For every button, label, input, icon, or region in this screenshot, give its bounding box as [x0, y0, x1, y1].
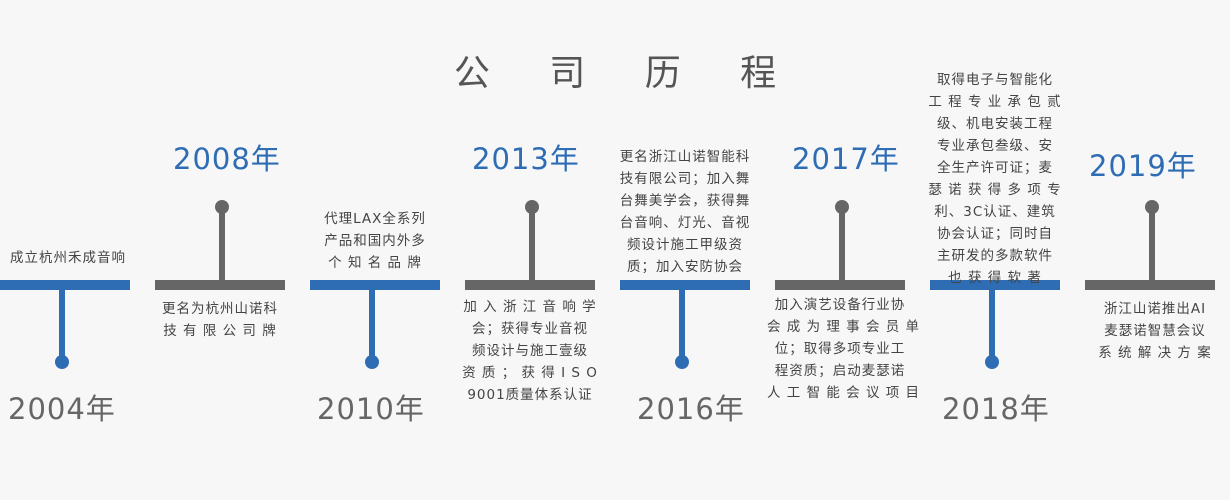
event-line: 技 有 限 公 司 牌: [163, 323, 277, 339]
year-label-2018: 2018年: [942, 392, 1050, 426]
timeline-stem-2017: [839, 210, 845, 280]
timeline-segment-2010: [310, 280, 440, 290]
event-line: 位；取得多项专业工: [774, 341, 906, 357]
event-line: 更名为杭州山诺科: [162, 301, 278, 317]
timeline-segment-2004: [0, 280, 130, 290]
event-line: 个 知 名 品 牌: [328, 255, 422, 271]
event-line: 资 质 ； 获 得 I S O: [462, 365, 598, 381]
event-line: 级、机电安装工程: [937, 116, 1053, 132]
event-line: 更名浙江山诺智能科: [619, 149, 751, 165]
event-description-2016: 更名浙江山诺智能科 技有限公司；加入舞 台舞美学会，获得舞 台音响、灯光、音视 …: [612, 146, 758, 278]
event-description-2019: 浙江山诺推出AI 麦瑟诺智慧会议 系 统 解 决 方 案: [1085, 298, 1225, 364]
event-line: 成立杭州禾成音响: [10, 250, 126, 266]
timeline-stem-2010: [369, 290, 375, 358]
event-line: 加入演艺设备行业协: [774, 297, 906, 313]
event-line: 代理LAX全系列: [324, 211, 426, 227]
timeline-dot-2019: [1145, 200, 1159, 214]
timeline-stem-2018: [989, 290, 995, 358]
timeline-segment-2016: [620, 280, 750, 290]
event-line: 程资质；启动麦瑟诺: [774, 363, 906, 379]
timeline-stem-2019: [1149, 210, 1155, 280]
timeline-dot-2018: [985, 355, 999, 369]
timeline-dot-2016: [675, 355, 689, 369]
event-description-2008: 更名为杭州山诺科 技 有 限 公 司 牌: [150, 298, 290, 342]
event-line: 人 工 智 能 会 议 项 目: [767, 385, 921, 401]
event-line: 协会认证；同时自: [937, 226, 1053, 242]
timeline-segment-2013: [465, 280, 595, 290]
timeline-dot-2010: [365, 355, 379, 369]
year-label-2004: 2004年: [8, 392, 116, 426]
timeline-stem-2016: [679, 290, 685, 358]
timeline-dot-2004: [55, 355, 69, 369]
timeline-stem-2013: [529, 210, 535, 280]
event-description-2010: 代理LAX全系列 产品和国内外多 个 知 名 品 牌: [305, 208, 445, 274]
event-line: 台音响、灯光、音视: [619, 215, 751, 231]
event-line: 频设计施工甲级资: [627, 237, 743, 253]
year-label-2013: 2013年: [472, 142, 580, 176]
event-line: 利、3C认证、建筑: [934, 204, 1056, 220]
timeline-dot-2013: [525, 200, 539, 214]
event-line: 会 成 为 理 事 会 员 单: [767, 319, 921, 335]
event-description-2018: 取得电子与智能化 工 程 专 业 承 包 贰 级、机电安装工程 专业承包叁级、安…: [922, 69, 1068, 289]
event-line: 专业承包叁级、安: [937, 138, 1053, 154]
event-line: 9001质量体系认证: [467, 387, 593, 403]
timeline-dot-2017: [835, 200, 849, 214]
timeline-segment-2008: [155, 280, 285, 290]
year-label-2019: 2019年: [1089, 149, 1197, 183]
year-label-2016: 2016年: [637, 392, 745, 426]
timeline-stem-2008: [219, 210, 225, 280]
event-line: 麦瑟诺智慧会议: [1104, 323, 1206, 339]
timeline-segment-2018: [930, 280, 1060, 290]
timeline-stem-2004: [59, 290, 65, 358]
event-line: 质；加入安防协会: [627, 259, 743, 275]
event-description-2013: 加 入 浙 江 音 响 学 会；获得专业音视 频设计与施工壹级 资 质 ； 获 …: [460, 296, 600, 406]
event-line: 加 入 浙 江 音 响 学: [463, 299, 597, 315]
page-title: 公 司 历 程: [453, 53, 801, 94]
event-line: 频设计与施工壹级: [472, 343, 588, 359]
event-line: 系 统 解 决 方 案: [1098, 345, 1212, 361]
event-description-2004: 成立杭州禾成音响: [0, 247, 136, 269]
timeline-dot-2008: [215, 200, 229, 214]
year-label-2008: 2008年: [173, 142, 281, 176]
event-line: 主研发的多款软件: [937, 248, 1053, 264]
timeline-segment-2017: [775, 280, 905, 290]
event-line: 取得电子与智能化: [937, 72, 1053, 88]
event-line: 产品和国内外多: [324, 233, 426, 249]
year-label-2010: 2010年: [317, 392, 425, 426]
event-line: 浙江山诺推出AI: [1103, 301, 1207, 317]
event-line: 台舞美学会，获得舞: [619, 193, 751, 209]
event-line: 会；获得专业音视: [472, 321, 588, 337]
event-line: 技有限公司；加入舞: [619, 171, 751, 187]
event-line: 瑟 诺 获 得 多 项 专: [928, 182, 1062, 198]
event-line: 工 程 专 业 承 包 贰: [928, 94, 1062, 110]
event-description-2017: 加入演艺设备行业协 会 成 为 理 事 会 员 单 位；取得多项专业工 程资质；…: [767, 294, 921, 404]
year-label-2017: 2017年: [792, 142, 900, 176]
event-line: 也 获 得 软 著: [948, 270, 1042, 286]
event-line: 全生产许可证；麦: [937, 160, 1053, 176]
timeline-segment-2019: [1085, 280, 1215, 290]
